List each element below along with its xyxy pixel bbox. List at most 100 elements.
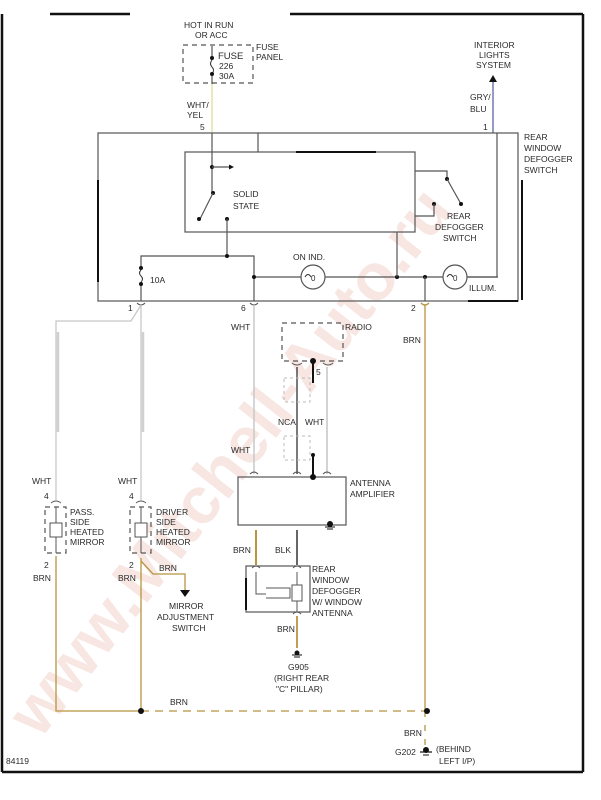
svg-text:30A: 30A (219, 71, 234, 81)
svg-text:FUSE: FUSE (218, 51, 243, 62)
svg-text:2: 2 (411, 303, 416, 313)
svg-text:WINDOW: WINDOW (524, 143, 561, 153)
svg-text:OR ACC: OR ACC (195, 30, 228, 40)
svg-text:WHT: WHT (32, 476, 51, 486)
svg-text:LIGHTS: LIGHTS (479, 50, 510, 60)
svg-text:ON IND.: ON IND. (293, 252, 325, 262)
svg-text:DEFOGGER: DEFOGGER (435, 222, 484, 232)
svg-text:10A: 10A (150, 275, 165, 285)
svg-text:DEFOGGER: DEFOGGER (312, 586, 361, 596)
svg-text:HEATED: HEATED (70, 527, 104, 537)
ground-g202: G202 (BEHIND LEFT I/P) (395, 744, 475, 766)
svg-text:G202: G202 (395, 747, 416, 757)
svg-text:DRIVER: DRIVER (156, 507, 188, 517)
arrow-down-icon (180, 590, 190, 597)
svg-text:BRN: BRN (170, 697, 188, 707)
svg-text:SYSTEM: SYSTEM (476, 60, 511, 70)
watermark: www.Mitchell-Auto.ru (0, 173, 465, 749)
svg-text:SOLID: SOLID (233, 189, 259, 199)
svg-text:MIRROR: MIRROR (156, 537, 190, 547)
svg-text:226: 226 (219, 61, 233, 71)
rear-window-defogger-switch: REAR WINDOW DEFOGGER SWITCH SOLID STATE … (97, 132, 573, 302)
svg-text:(RIGHT REAR: (RIGHT REAR (274, 673, 329, 683)
svg-text:(BEHIND: (BEHIND (436, 744, 471, 754)
svg-text:SWITCH: SWITCH (172, 623, 206, 633)
svg-text:0: 0 (311, 274, 316, 283)
svg-text:MIRROR: MIRROR (169, 601, 203, 611)
svg-text:SWITCH: SWITCH (524, 165, 558, 175)
figure-id: 84119 (6, 756, 29, 766)
fuse-226-icon (210, 46, 214, 84)
svg-text:BLU: BLU (470, 104, 487, 114)
svg-text:ADJUSTMENT: ADJUSTMENT (157, 612, 214, 622)
svg-text:BRN: BRN (277, 624, 295, 634)
wire-brn-ground: BRN BRN BRN (55, 305, 430, 745)
svg-text:BRN: BRN (403, 335, 421, 345)
heating-element-icon (49, 507, 63, 553)
svg-text:0: 0 (453, 274, 458, 283)
svg-text:ILLUM.: ILLUM. (469, 283, 496, 293)
wire-wht-pin6: WHT WHT (231, 305, 255, 474)
svg-text:REAR: REAR (312, 564, 336, 574)
svg-text:WHT: WHT (305, 417, 324, 427)
svg-text:REAR: REAR (524, 132, 548, 142)
fuse-panel: HOT IN RUN OR ACC FUSE 226 30A FUSE PANE… (182, 20, 284, 84)
svg-text:INTERIOR: INTERIOR (474, 40, 515, 50)
svg-text:5: 5 (200, 122, 205, 132)
svg-text:WHT/: WHT/ (187, 100, 209, 110)
svg-text:ANTENNA: ANTENNA (350, 478, 391, 488)
svg-text:2: 2 (44, 560, 49, 570)
svg-text:MIRROR: MIRROR (70, 537, 104, 547)
mirror-adjustment-switch: BRN MIRROR ADJUSTMENT SWITCH (140, 560, 214, 633)
svg-text:WHT: WHT (231, 322, 250, 332)
svg-text:NCA: NCA (278, 417, 296, 427)
outer-frame (0, 12, 585, 774)
svg-text:BRN: BRN (233, 545, 251, 555)
wire-wht-yel: WHT/ YEL 5 (187, 84, 213, 133)
ground-icon (325, 526, 335, 530)
driver-side-heated-mirror: 4 DRIVER SIDE HEATED MIRROR 2 BRN (118, 491, 190, 583)
svg-text:PANEL: PANEL (256, 52, 284, 62)
ground-icon (292, 650, 302, 658)
svg-text:BLK: BLK (275, 545, 291, 555)
svg-text:LEFT I/P): LEFT I/P) (439, 756, 475, 766)
svg-text:WHT: WHT (118, 476, 137, 486)
svg-text:REAR: REAR (447, 211, 471, 221)
svg-text:4: 4 (129, 491, 134, 501)
svg-text:DEFOGGER: DEFOGGER (524, 154, 573, 164)
svg-text:BRN: BRN (404, 728, 422, 738)
svg-text:RADIO: RADIO (345, 322, 372, 332)
svg-text:PASS.: PASS. (70, 507, 94, 517)
svg-text:GRY/: GRY/ (470, 92, 491, 102)
ground-g905: BRN G905 (RIGHT REAR "C" PILLAR) (274, 616, 329, 694)
svg-text:ANTENNA: ANTENNA (312, 608, 353, 618)
svg-text:"C" PILLAR): "C" PILLAR) (276, 684, 323, 694)
interior-lights-system: INTERIOR LIGHTS SYSTEM GRY/ BLU 1 (470, 40, 515, 133)
arrow-up-icon (489, 75, 497, 82)
svg-text:SIDE: SIDE (70, 517, 90, 527)
heating-element-icon (134, 507, 148, 553)
svg-text:G905: G905 (288, 662, 309, 672)
svg-text:YEL: YEL (187, 110, 203, 120)
radio: RADIO 5 (281, 322, 372, 383)
svg-text:W/ WINDOW: W/ WINDOW (312, 597, 362, 607)
illumination-bulb-icon: 0 (442, 264, 468, 290)
fuse-10a-icon (136, 266, 146, 286)
svg-text:BRN: BRN (159, 563, 177, 573)
wire-wht-mirrors: WHT WHT (32, 304, 145, 500)
svg-text:1: 1 (128, 303, 133, 313)
svg-text:HOT IN RUN: HOT IN RUN (184, 20, 233, 30)
svg-text:SWITCH: SWITCH (443, 233, 477, 243)
svg-text:6: 6 (241, 303, 246, 313)
svg-text:WINDOW: WINDOW (312, 575, 349, 585)
svg-text:1: 1 (483, 122, 488, 132)
svg-text:SIDE: SIDE (156, 517, 176, 527)
svg-text:BRN: BRN (118, 573, 136, 583)
pass-side-heated-mirror: 4 PASS. SIDE HEATED MIRROR 2 BRN (33, 491, 104, 583)
svg-text:2: 2 (129, 560, 134, 570)
svg-text:STATE: STATE (233, 201, 259, 211)
rear-window-defogger-antenna: REAR WINDOW DEFOGGER W/ WINDOW ANTENNA (245, 564, 362, 618)
svg-text:5: 5 (316, 367, 321, 377)
svg-text:4: 4 (44, 491, 49, 501)
